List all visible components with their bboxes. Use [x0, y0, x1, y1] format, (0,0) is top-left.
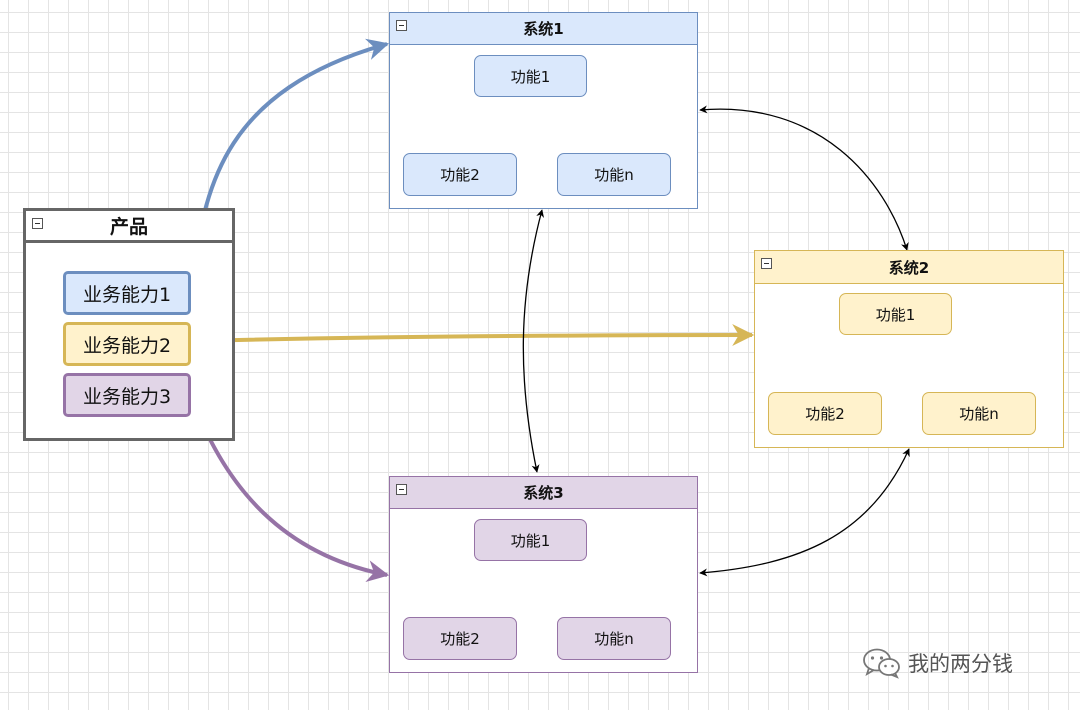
system1-function-2[interactable]: 功能2 — [403, 153, 517, 196]
product-header: 产品 — [26, 211, 232, 243]
system1-title: 系统1 — [523, 20, 564, 38]
collapse-icon[interactable] — [396, 484, 407, 495]
collapse-icon[interactable] — [396, 20, 407, 31]
edge-capability2-to-system2 — [189, 324, 755, 347]
collapse-icon[interactable] — [761, 258, 772, 269]
capability-1[interactable]: 业务能力1 — [63, 271, 191, 315]
system3-function-2[interactable]: 功能2 — [403, 617, 517, 660]
function-label: 功能n — [594, 166, 634, 184]
system2-container[interactable]: 系统2 功能1 功能2 功能n — [754, 250, 1064, 448]
function-label: 功能2 — [805, 405, 845, 423]
edge-system2-system3 — [699, 448, 910, 577]
capability-2[interactable]: 业务能力2 — [63, 322, 191, 366]
watermark: 我的两分钱 — [862, 645, 1013, 681]
system2-header: 系统2 — [755, 251, 1063, 284]
function-label: 功能n — [959, 405, 999, 423]
edge-system1-system3 — [522, 209, 545, 473]
system2-function-2[interactable]: 功能2 — [768, 392, 882, 435]
capability-3[interactable]: 业务能力3 — [63, 373, 191, 417]
system2-function-1[interactable]: 功能1 — [839, 293, 952, 335]
function-label: 功能1 — [875, 305, 916, 324]
function-label: 功能1 — [510, 67, 551, 86]
system2-title: 系统2 — [888, 258, 930, 277]
system1-function-1[interactable]: 功能1 — [474, 55, 587, 97]
system3-container[interactable]: 系统3 功能1 功能2 功能n — [389, 476, 698, 673]
system2-function-n[interactable]: 功能n — [922, 392, 1036, 435]
system1-function-n[interactable]: 功能n — [557, 153, 671, 196]
collapse-icon[interactable] — [32, 218, 43, 229]
function-label: 功能2 — [440, 630, 480, 648]
product-container[interactable]: 产品 业务能力1 业务能力2 业务能力3 — [23, 208, 235, 441]
system3-title: 系统3 — [523, 484, 564, 502]
system3-header: 系统3 — [390, 477, 697, 509]
capability-label: 业务能力2 — [82, 334, 172, 357]
system3-function-1[interactable]: 功能1 — [474, 519, 587, 561]
function-label: 功能n — [594, 630, 634, 648]
function-label: 功能1 — [510, 531, 551, 550]
system1-header: 系统1 — [390, 13, 697, 45]
product-title: 产品 — [109, 216, 148, 238]
function-label: 功能2 — [440, 166, 480, 184]
capability-label: 业务能力1 — [82, 283, 172, 306]
watermark-text: 我的两分钱 — [908, 652, 1013, 676]
system3-function-n[interactable]: 功能n — [557, 617, 671, 660]
system1-container[interactable]: 系统1 功能1 功能2 功能n — [389, 12, 698, 209]
edge-system1-system2 — [699, 105, 909, 251]
capability-label: 业务能力3 — [82, 385, 172, 408]
wechat-icon — [863, 648, 900, 679]
